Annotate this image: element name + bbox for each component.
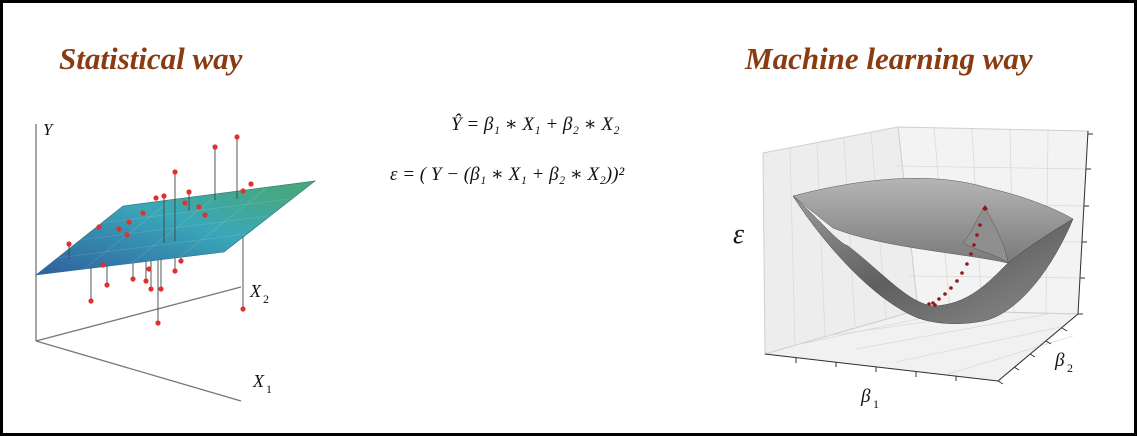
descent-marker — [937, 297, 941, 301]
descent-marker — [943, 292, 947, 296]
bowl-back-rim — [792, 178, 1074, 264]
data-point — [143, 278, 149, 284]
data-point — [172, 169, 178, 175]
outer-axes — [764, 130, 1089, 382]
descent-marker — [975, 233, 979, 237]
statistical-way-title: Statistical way — [59, 41, 243, 76]
data-point — [248, 181, 254, 187]
data-point — [146, 266, 152, 272]
descent-marker — [960, 271, 964, 275]
x2-axis-line — [35, 286, 242, 342]
bowl-right-peak — [962, 206, 1009, 264]
descent-marker — [927, 302, 931, 306]
beta2-axis-subscript: 2 — [1067, 361, 1073, 375]
machine-learning-way-title: Machine learning way — [745, 41, 1033, 76]
descent-marker — [972, 243, 976, 247]
descent-marker — [982, 205, 988, 211]
x1-axis-label: X — [252, 371, 265, 391]
data-point — [153, 195, 159, 201]
data-point — [140, 210, 146, 216]
data-point — [161, 193, 167, 199]
data-point — [240, 188, 246, 194]
x1-axis-subscript: 1 — [266, 382, 272, 396]
data-point — [240, 306, 246, 312]
data-point — [182, 200, 188, 206]
regression-plane — [34, 180, 317, 276]
data-point — [186, 189, 192, 195]
data-point — [130, 276, 136, 282]
bowl-surface — [792, 195, 1074, 324]
descent-marker — [949, 286, 953, 290]
data-point — [172, 268, 178, 274]
data-point — [124, 232, 130, 238]
error-equation: ε = ( Y − (β₁ ∗ X₁ + β₂ ∗ X₂))² — [390, 164, 625, 185]
data-point — [104, 282, 110, 288]
axis-ticks — [795, 133, 1093, 385]
data-point — [212, 144, 218, 150]
x1-axis-line — [35, 340, 242, 402]
data-point — [100, 262, 106, 268]
data-point — [88, 298, 94, 304]
data-point — [126, 219, 132, 225]
descent-marker — [955, 279, 959, 283]
error-axis-label: ε — [733, 219, 744, 250]
beta1-axis-subscript: 1 — [873, 397, 879, 411]
prediction-equation: Ŷ = β₁ ∗ X₁ + β₂ ∗ X₂ — [451, 114, 620, 135]
residual-stems-above — [68, 137, 238, 259]
descent-marker — [965, 262, 969, 266]
descent-marker — [933, 303, 937, 307]
gradient-descent-path — [927, 205, 988, 307]
data-point — [155, 320, 161, 326]
x2-axis-subscript: 2 — [263, 292, 269, 306]
beta1-axis-label: β — [860, 386, 871, 407]
data-points — [66, 134, 254, 326]
data-point — [96, 224, 102, 230]
descent-marker — [969, 252, 973, 256]
data-point — [234, 134, 240, 140]
x2-axis-label: X — [249, 281, 262, 301]
data-point — [178, 258, 184, 264]
y-axis-label: Y — [43, 120, 54, 139]
error-surface-diagram: ε β 1 β 2 — [733, 126, 1093, 411]
data-point — [148, 286, 154, 292]
plane-mesh — [57, 187, 290, 270]
data-point — [158, 286, 164, 292]
data-point — [66, 241, 72, 247]
regression-plane-diagram: Y X 2 X 1 — [34, 120, 317, 402]
data-point — [202, 212, 208, 218]
descent-marker — [978, 223, 982, 227]
beta2-axis-label: β — [1054, 350, 1065, 371]
data-point — [196, 204, 202, 210]
data-point — [116, 226, 122, 232]
